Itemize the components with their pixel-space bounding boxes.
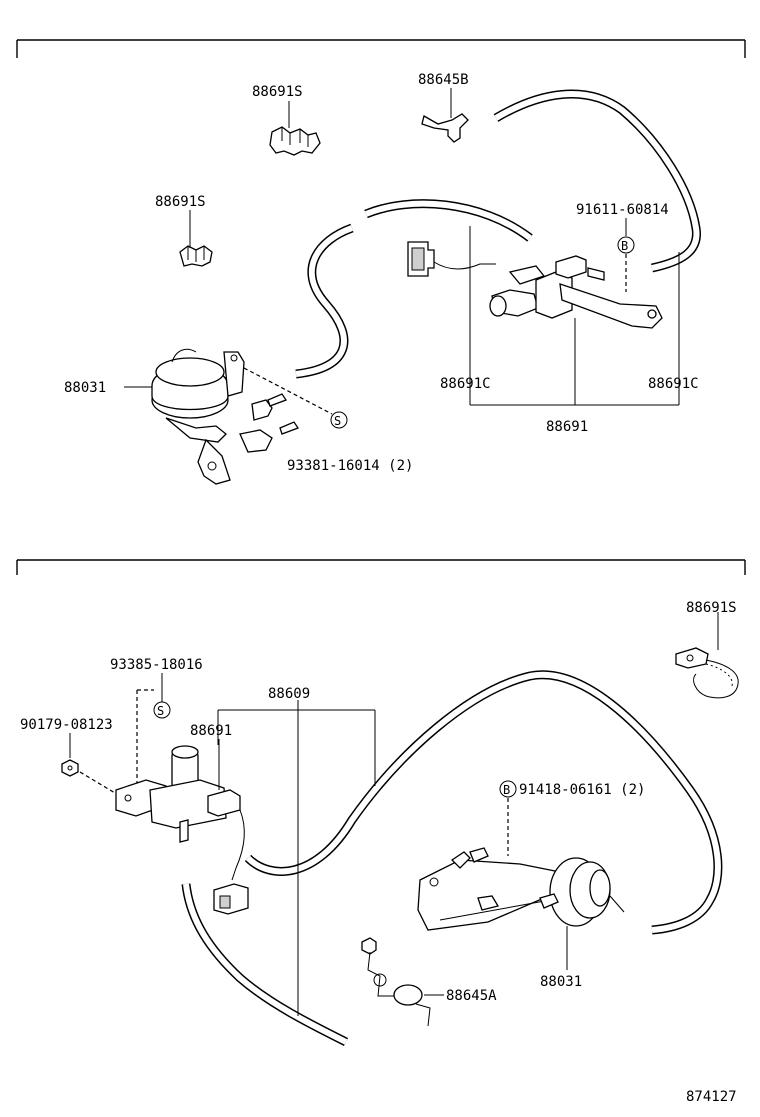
- actuator-88031-top-icon: [151, 348, 299, 485]
- label-88031-bottom: 88031: [540, 974, 582, 990]
- svg-text:S: S: [157, 704, 164, 718]
- label-91418-06161: 91418-06161 (2): [519, 782, 645, 798]
- hose-top-right: [493, 89, 701, 273]
- connector-88645a-icon: [361, 937, 431, 1027]
- hose-88609-bracket: [217, 700, 376, 1016]
- label-88609: 88609: [268, 686, 310, 702]
- figure-number: 874127: [686, 1089, 737, 1105]
- hose-bottom-short: [181, 883, 349, 1047]
- svg-text:B: B: [621, 239, 628, 253]
- label-88691s-mid: 88691S: [155, 194, 206, 210]
- label-93381-16014: 93381-16014 (2): [287, 458, 413, 474]
- vsv-top-bracket: [469, 226, 680, 406]
- vsv-88691-bottom-icon: [115, 745, 245, 881]
- leader-s-top-dash: [243, 367, 333, 415]
- label-88691s-top: 88691S: [252, 84, 303, 100]
- leader-nut-dash: [79, 771, 121, 797]
- label-88691-top: 88691: [546, 419, 588, 435]
- connector-88645b-icon: [421, 88, 469, 143]
- label-88691-bottom: 88691: [190, 723, 232, 739]
- marker-s-top: S: [330, 411, 348, 429]
- vsv-88691-top-icon: [407, 241, 663, 329]
- svg-text:S: S: [334, 414, 341, 428]
- hose-top-middle: [364, 199, 533, 242]
- clip-88691s-top-icon: [269, 101, 321, 156]
- label-88691c-right: 88691C: [648, 376, 699, 392]
- label-90179-08123: 90179-08123: [20, 717, 113, 733]
- nut-90179-icon: [61, 759, 79, 777]
- label-88645a: 88645A: [446, 988, 497, 1004]
- label-93385-18016: 93385-18016: [110, 657, 203, 673]
- bottom-section-frame: [16, 559, 746, 575]
- label-88691c-left: 88691C: [440, 376, 491, 392]
- clip-chain-88691s-icon: [675, 612, 739, 699]
- hose-bottom-long: [244, 670, 723, 935]
- clip-88691s-mid-icon: [179, 210, 213, 267]
- connector-plug-icon: [213, 883, 249, 915]
- label-88691s-bottom: 88691S: [686, 600, 737, 616]
- svg-text:B: B: [503, 783, 510, 797]
- marker-s-bottom: S: [153, 701, 171, 719]
- marker-b-bottom: B: [499, 780, 517, 798]
- marker-b-top: B: [617, 236, 635, 254]
- label-88645b: 88645B: [418, 72, 469, 88]
- label-91611-60814: 91611-60814: [576, 202, 669, 218]
- label-88031-top: 88031: [64, 380, 106, 396]
- top-section-frame: [16, 39, 746, 58]
- hose-top-left: [295, 223, 354, 379]
- actuator-88031-bottom-icon: [417, 847, 625, 931]
